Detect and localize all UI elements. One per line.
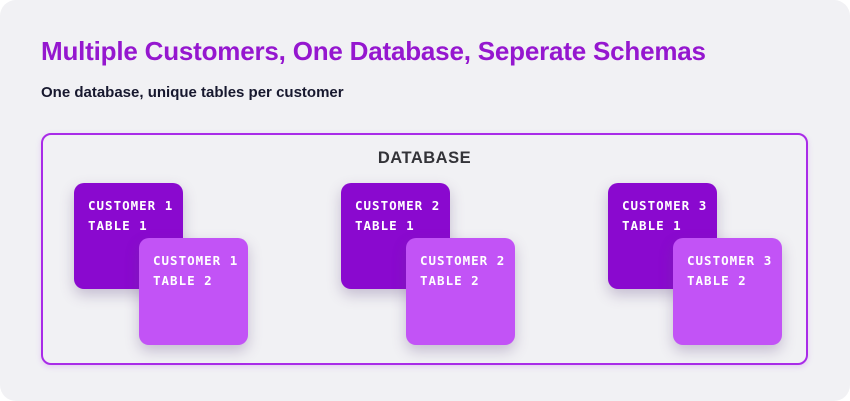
customer3-table2-card: CUSTOMER 3 TABLE 2 [673,238,782,345]
card-line-table: TABLE 2 [153,273,213,288]
card-line-table: TABLE 1 [88,218,148,233]
card-line-table: TABLE 1 [355,218,415,233]
customer1-table2-card: CUSTOMER 1 TABLE 2 [139,238,248,345]
page-title: Multiple Customers, One Database, Sepera… [41,36,706,66]
card-line-customer: CUSTOMER 3 [687,253,773,268]
customer-group-2: CUSTOMER 2 TABLE 1 CUSTOMER 2 TABLE 2 [341,183,557,347]
database-label: DATABASE [377,149,472,167]
customer1-table1-card: CUSTOMER 1 TABLE 1 [74,183,183,289]
card-line-table: TABLE 2 [687,273,747,288]
database-container: DATABASE CUSTOMER 1 TABLE 1 CUSTOMER 1 T… [41,133,808,365]
card-line-customer: CUSTOMER 1 [153,253,239,268]
customer-group-1: CUSTOMER 1 TABLE 1 CUSTOMER 1 TABLE 2 [74,183,290,347]
card-line-customer: CUSTOMER 2 [420,253,506,268]
card-line-table: TABLE 1 [622,218,682,233]
card-line-customer: CUSTOMER 1 [88,198,174,213]
card-line-customer: CUSTOMER 3 [622,198,708,213]
customer-group-3: CUSTOMER 3 TABLE 1 CUSTOMER 3 TABLE 2 [608,183,824,347]
card-line-table: TABLE 2 [420,273,480,288]
card-line-customer: CUSTOMER 2 [355,198,441,213]
customer2-table2-card: CUSTOMER 2 TABLE 2 [406,238,515,345]
page-subtitle: One database, unique tables per customer [41,84,344,101]
